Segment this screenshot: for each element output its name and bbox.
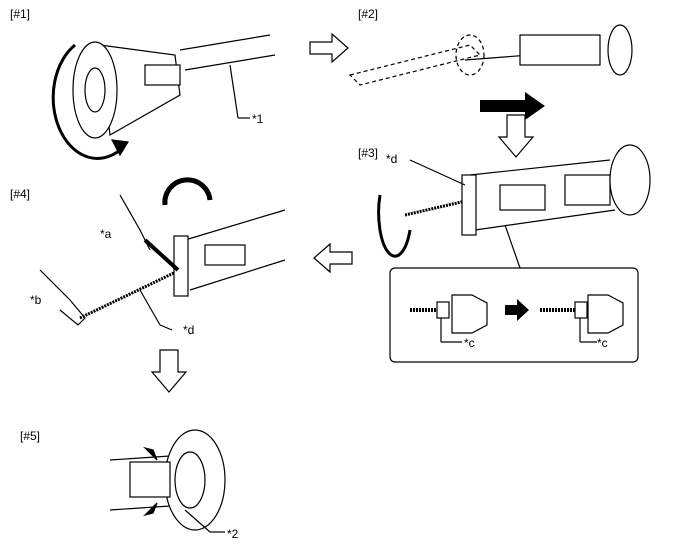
arrow-down-icon-2 <box>150 349 188 393</box>
step4-drawing <box>39 177 286 331</box>
step5-drawing <box>109 429 226 533</box>
callout-d-step4: *d <box>183 323 195 337</box>
callout-part-1: *1 <box>252 112 264 126</box>
arrow-right-icon <box>309 32 349 64</box>
step2-drawing <box>348 24 633 120</box>
callout-part-2: *2 <box>227 527 239 541</box>
step-2-label: [#2] <box>358 7 379 21</box>
callout-d-step3: *d <box>386 152 398 166</box>
arrow-down-icon <box>497 114 535 158</box>
callout-c-left: *c <box>464 336 475 350</box>
step-5-label: [#5] <box>20 429 41 443</box>
step1-drawing <box>51 34 276 160</box>
step-4-label: [#4] <box>10 187 31 201</box>
step3-drawing <box>377 144 651 363</box>
arrow-left-icon <box>313 242 353 274</box>
callout-c-right: *c <box>597 336 608 350</box>
callout-a: *a <box>100 227 112 241</box>
step-3-label: [#3] <box>358 146 379 160</box>
callout-b: *b <box>30 293 42 307</box>
step-1-label: [#1] <box>10 7 31 21</box>
